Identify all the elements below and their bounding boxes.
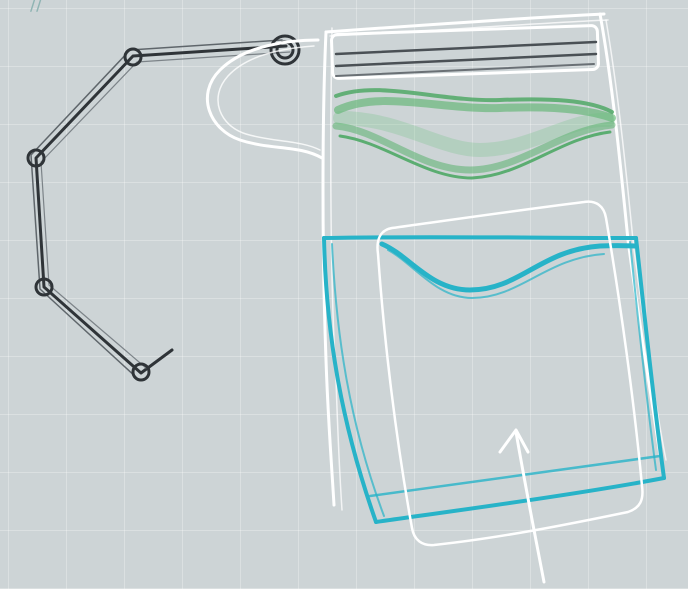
cyan-frame (324, 237, 664, 522)
cyan-wave (382, 244, 636, 290)
arm-segment-highlight (41, 52, 290, 368)
cyan-wave-2 (388, 250, 604, 298)
top-bar-shade (336, 42, 596, 54)
handle-loop-outline (207, 40, 322, 158)
cyan-frame-bottom (376, 478, 664, 522)
up-arrow-icon (500, 430, 544, 582)
top-bar-shade-2 (336, 54, 596, 66)
cyan-frame-bottom-2 (370, 456, 660, 496)
arm-segment (36, 46, 286, 373)
articulated-arm-icon (28, 36, 299, 380)
top-bar (331, 25, 598, 78)
handle-loop-outline-2 (218, 46, 320, 150)
cyan-frame-right-2 (630, 242, 656, 470)
up-arrow-shaft (516, 432, 544, 582)
cyan-frame-top (324, 237, 636, 238)
handle-loop (207, 40, 322, 158)
up-arrow-head (500, 430, 528, 452)
arm-segment-shadow (31, 40, 282, 378)
green-wave (336, 90, 612, 178)
cyan-frame-right (636, 238, 664, 478)
